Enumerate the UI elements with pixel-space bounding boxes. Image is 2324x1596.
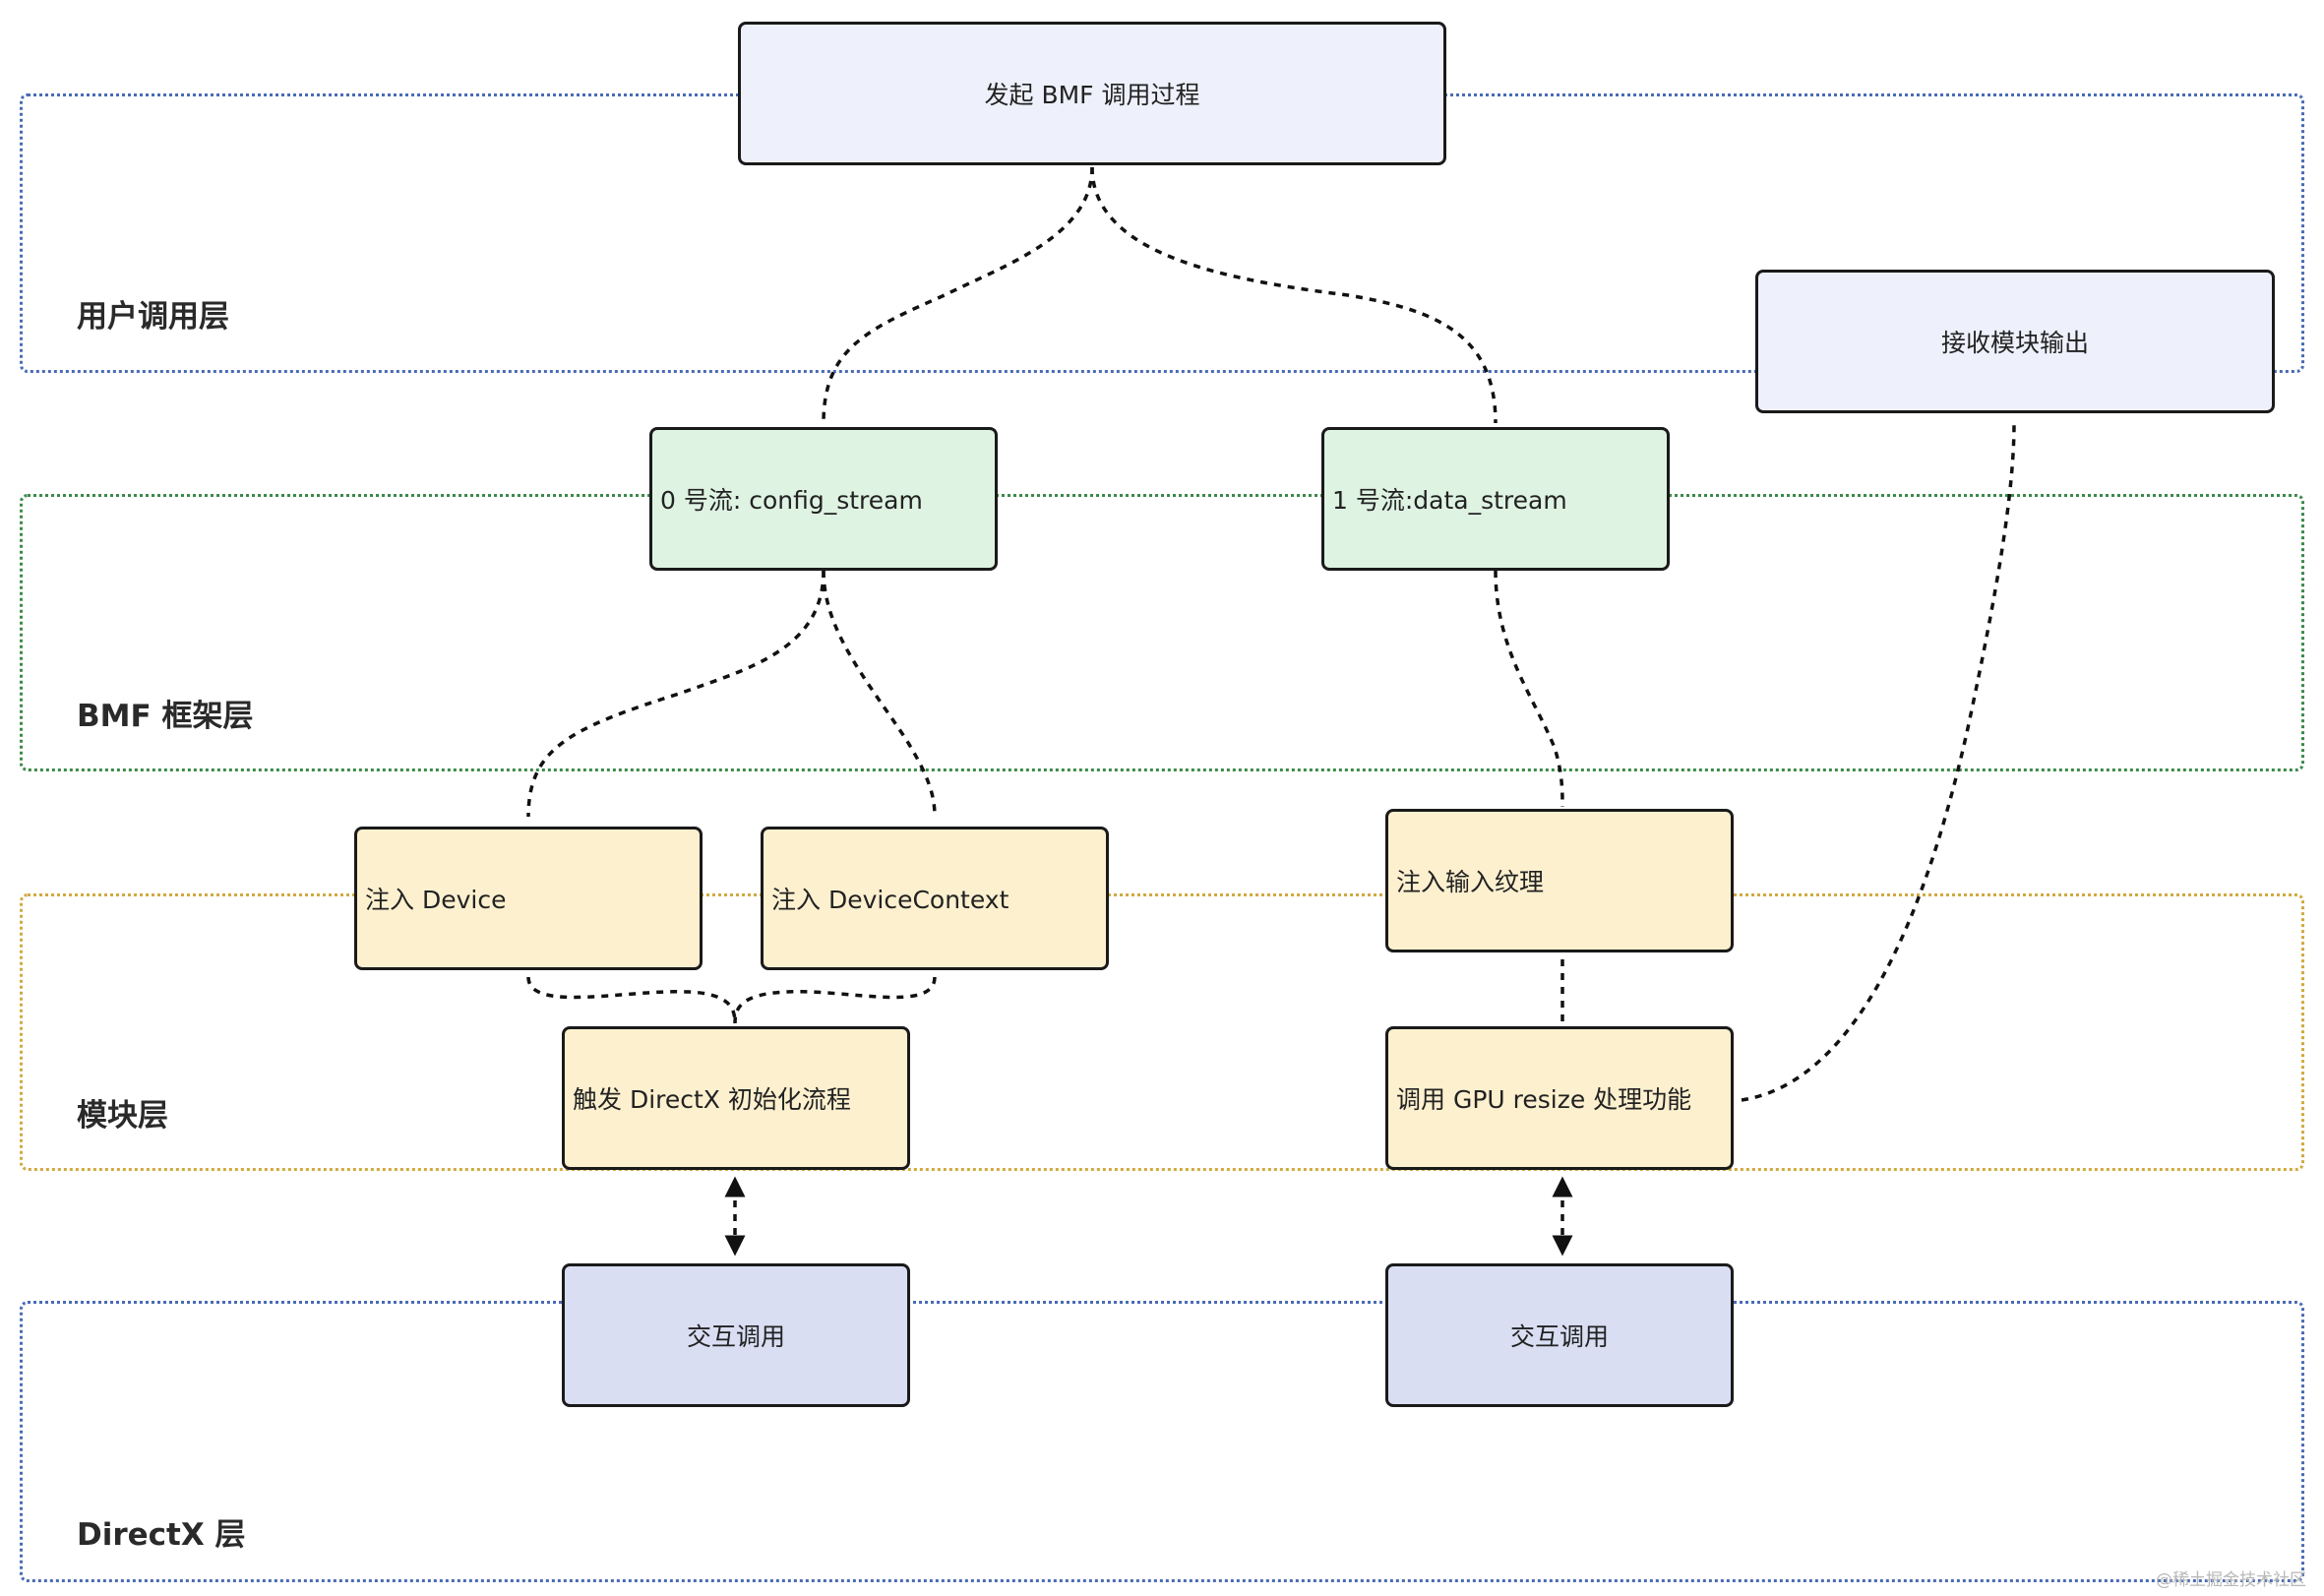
edge-context-to-init xyxy=(733,976,937,1024)
bmf-layer-label: BMF 框架层 xyxy=(77,699,254,734)
directx-init-label: 触发 DirectX 初始化流程 xyxy=(573,1085,851,1114)
start-bmf-call-node: 发起 BMF 调用过程 xyxy=(738,22,1446,165)
directx-init-node: 触发 DirectX 初始化流程 xyxy=(562,1026,910,1170)
edge-stream0-to-context xyxy=(822,570,937,818)
start-bmf-call-label: 发起 BMF 调用过程 xyxy=(984,81,1200,109)
edge-start-to-stream0 xyxy=(822,166,1094,424)
directx-layer xyxy=(20,1301,2304,1582)
edge-stream0-to-device xyxy=(526,570,826,818)
inject-device-label: 注入 Device xyxy=(365,886,507,914)
edge-stream1-to-texture xyxy=(1494,570,1564,808)
interact-call-right-label: 交互调用 xyxy=(1509,1322,1609,1351)
inject-input-texture-label: 注入输入纹理 xyxy=(1396,868,1545,896)
gpu-resize-node: 调用 GPU resize 处理功能 xyxy=(1385,1026,1734,1170)
interact-call-right-node: 交互调用 xyxy=(1385,1263,1734,1407)
bmf-framework-layer xyxy=(20,494,2304,771)
module-layer xyxy=(20,893,2304,1171)
edge-device-to-init xyxy=(526,976,737,1024)
inject-device-context-node: 注入 DeviceContext xyxy=(761,827,1109,970)
user-layer-label: 用户调用层 xyxy=(77,299,229,335)
config-stream-label: 0 号流: config_stream xyxy=(660,486,923,515)
inject-device-node: 注入 Device xyxy=(354,827,703,970)
inject-input-texture-node: 注入输入纹理 xyxy=(1385,809,1734,952)
directx-layer-label: DirectX 层 xyxy=(77,1517,246,1553)
receive-module-output-node: 接收模块输出 xyxy=(1755,270,2275,413)
watermark: @稀土掘金技术社区 xyxy=(2156,1570,2306,1590)
gpu-resize-label: 调用 GPU resize 处理功能 xyxy=(1396,1085,1692,1114)
interact-call-left-node: 交互调用 xyxy=(562,1263,910,1407)
receive-module-output-label: 接收模块输出 xyxy=(1940,329,2089,357)
data-stream-label: 1 号流:data_stream xyxy=(1332,486,1567,515)
edge-resize-to-receive xyxy=(1741,422,2016,1102)
module-layer-label: 模块层 xyxy=(77,1098,168,1134)
interact-call-left-label: 交互调用 xyxy=(686,1322,785,1351)
edge-start-to-stream1 xyxy=(1090,166,1498,424)
data-stream-node: 1 号流:data_stream xyxy=(1321,427,1670,571)
config-stream-node: 0 号流: config_stream xyxy=(649,427,998,571)
inject-device-context-label: 注入 DeviceContext xyxy=(771,886,1009,914)
